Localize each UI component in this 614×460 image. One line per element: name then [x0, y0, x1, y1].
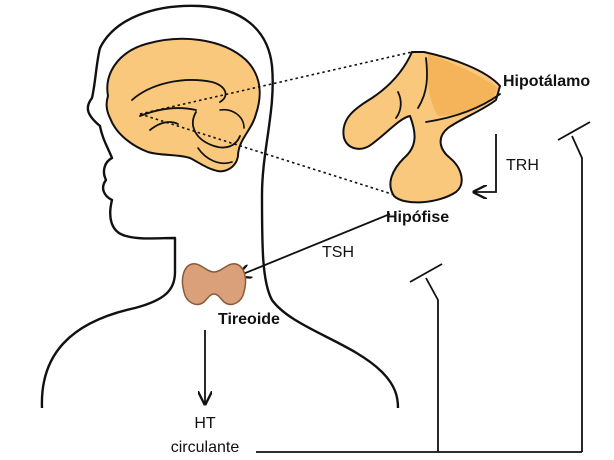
trh-label: TRH: [506, 157, 539, 174]
tsh-label: TSH: [322, 244, 354, 261]
hypothalamus-pituitary: [343, 52, 500, 202]
ht-label-line2: circulante: [171, 439, 240, 456]
brain: [107, 39, 260, 171]
feedback-to-pituitary: [426, 278, 438, 452]
hypothalamus-label: Hipotálamo: [503, 73, 590, 90]
thyroid-gland: [182, 264, 245, 305]
feedback-to-hypothalamus: [572, 136, 582, 452]
feedback-inhibit-bar-hypothalamus: [558, 122, 590, 140]
trh-arrow: [474, 134, 496, 192]
thyroid-label: Tireoide: [218, 311, 280, 328]
ht-label-line1: HT: [194, 415, 216, 432]
pituitary-label: Hipófise: [386, 209, 449, 226]
tsh-arrow: [238, 214, 390, 276]
